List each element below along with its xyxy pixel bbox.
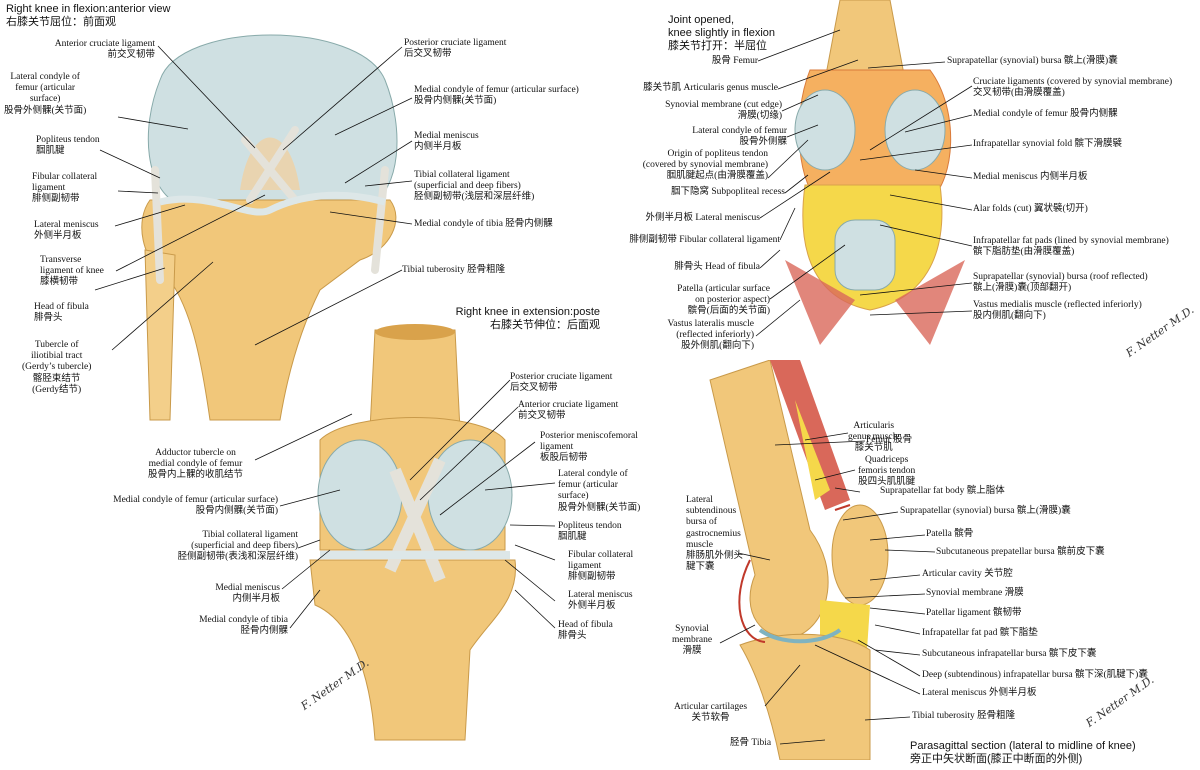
cartilage-lines	[758, 628, 842, 644]
label-fcl-anterior: Fibular collateral ligament 腓侧副韧带	[32, 172, 98, 205]
label-popliteus-posterior: Popliteus tendon 腘肌腱	[558, 521, 622, 543]
posterior-title: Right knee in extension:poste 右膝关节伸位：后面观	[448, 306, 600, 332]
ligaments	[151, 126, 389, 284]
label-medial-meniscus-anterior: Medial meniscus 内侧半月板	[414, 131, 479, 153]
label-articular-cavity: Articular cavity 关节腔	[922, 569, 1013, 579]
section-title: Parasagittal section (lateral to midline…	[910, 740, 1136, 765]
label-subcutaneous-infrapatellar: Subcutaneous infrapatellar bursa 髌下皮下囊	[922, 649, 1097, 659]
patella-section	[831, 504, 889, 606]
label-quadriceps-tendon: Quadriceps femoris tendon 股四头肌肌腱	[858, 455, 916, 488]
label-tibial-tuberosity-anterior: Tibial tuberosity 胫骨粗隆	[402, 265, 506, 275]
label-tcl-anterior: Tibial collateral ligament (superficial …	[414, 170, 535, 203]
label-lateral-condyle-posterior: Lateral condyle of femur (articular surf…	[558, 469, 641, 513]
label-pcl-posterior: Posterior cruciate ligament 后交叉韧带	[510, 372, 613, 394]
label-head-fibula-opened: 腓骨头 Head of fibula	[674, 262, 760, 272]
label-pcl-anterior: Posterior cruciate ligament 后交叉韧带	[404, 38, 507, 60]
femur-shaft	[369, 329, 461, 431]
label-gerdy-tubercle: Tubercle of iliotibial tract (Gerdy’s tu…	[22, 340, 92, 395]
posterior-title-zh: 右膝关节伸位：后面观	[490, 319, 600, 331]
label-alar-folds: Alar folds (cut) 翼状襞(切开)	[973, 204, 1088, 214]
label-synovial-membrane-right: Synovial membrane 滑膜	[926, 588, 1024, 598]
label-fcl-posterior: Fibular collateral ligament 腓侧副韧带	[568, 550, 634, 583]
label-pmfl-posterior: Posterior meniscofemoral ligament 板股后韧带	[540, 431, 638, 464]
medial-condyle-surface	[317, 439, 403, 551]
label-lateral-subtendinous-bursa: Lateral subtendinous bursa of gastrocnem…	[686, 495, 744, 573]
label-articularis-section: Articularis genus muscle 膝关节肌	[848, 421, 900, 454]
label-patella-opened: Patella (articular surface on posterior …	[677, 284, 770, 317]
label-suprapatellar-reflected: Suprapatellar (synovial) bursa (roof ref…	[973, 272, 1148, 294]
label-patella-section: Patella 髌骨	[926, 529, 974, 539]
lateral-condyle-surface	[427, 439, 513, 551]
label-tibia-section: 胫骨 Tibia	[730, 738, 772, 748]
label-synovial-membrane-left: Synovial membrane 滑膜	[672, 624, 713, 657]
label-subpopliteal-recess: 腘下隐窝 Subpopliteal recess	[671, 187, 785, 197]
label-medial-condyle-posterior: Medial condyle of femur (articular surfa…	[113, 495, 278, 517]
label-medial-meniscus-opened: Medial meniscus 内侧半月板	[973, 172, 1088, 182]
label-fat-pads-opened: Infrapatellar fat pads (lined by synovia…	[973, 236, 1169, 258]
label-lateral-meniscus-section: Lateral meniscus 外侧半月板	[922, 688, 1037, 698]
label-prepatellar-bursa: Subcutaneous prepatellar bursa 髌前皮下囊	[936, 547, 1105, 557]
label-origin-popliteus: Origin of popliteus tendon (covered by s…	[642, 149, 768, 182]
label-suprapatellar-opened: Suprapatellar (synovial) bursa 髌上(滑膜)囊	[947, 56, 1118, 66]
label-head-fibula-anterior: Head of fibula 腓骨头	[34, 302, 89, 324]
synovial-lines	[738, 504, 851, 643]
label-adductor-tubercle: Adductor tubercle on medial condyle of f…	[148, 448, 244, 481]
vastus-reflected	[785, 260, 965, 345]
anterior-title: Right knee in flexion:anterior view 右膝关节…	[6, 3, 170, 29]
opened-joint-illustration	[785, 0, 965, 345]
label-suprapatellar-fat: Suprapatellar fat body 髌上脂体	[880, 486, 1005, 496]
label-medial-meniscus-posterior: Medial meniscus 内侧半月板	[215, 583, 280, 605]
label-vastus-lateralis: Vastus lateralis muscle (reflected infer…	[667, 319, 754, 352]
label-infrapatellar-fold: Infrapatellar synovial fold 髌下滑膜襞	[973, 139, 1123, 149]
opened-title: Joint opened, knee slightly in flexion 膝…	[668, 14, 776, 52]
label-synovial-cut-edge: Synovial membrane (cut edge) 滑膜(切缘)	[665, 100, 782, 122]
label-medial-condyle-opened: Medial condyle of femur 股骨内侧髁	[973, 109, 1118, 119]
label-femur-opened: 股骨 Femur	[711, 56, 758, 66]
label-deep-infrapatellar: Deep (subtendinous) infrapatellar bursa …	[922, 670, 1148, 680]
anterior-title-zh: 右膝关节屈位：前面观	[6, 16, 116, 28]
label-medial-condyle-anterior: Medial condyle of femur (articular surfa…	[414, 85, 579, 107]
label-acl-anterior: Anterior cruciate ligament 前交叉韧带	[54, 39, 155, 61]
label-articular-cartilages: Articular cartilages 关节软骨	[674, 702, 748, 724]
label-articularis-opened: 膝关节肌 Articularis genus muscle	[643, 83, 778, 93]
label-fcl-opened: 腓侧副韧带 Fibular collateral ligament	[629, 235, 780, 245]
label-cruciate-opened: Cruciate ligaments (covered by synovial …	[973, 77, 1173, 99]
label-tcl-posterior: Tibial collateral ligament (superficial …	[177, 530, 298, 563]
tibia-posterior	[309, 559, 517, 741]
label-lateral-condyle-anterior: Lateral condyle of femur (articular surf…	[4, 72, 87, 116]
anterior-title-en: Right knee in flexion:anterior view	[6, 3, 171, 15]
femur-shaft-opened	[824, 0, 906, 81]
label-acl-posterior: Anterior cruciate ligament 前交叉韧带	[518, 400, 619, 422]
label-infrapatellar-fat: Infrapatellar fat pad 髌下脂垫	[922, 628, 1038, 638]
label-femur-section: Femur 股骨	[866, 435, 913, 445]
label-transverse-ligament: Transverse ligament of knee 膝横韧带	[40, 255, 104, 288]
label-suprapatellar-bursa-section: Suprapatellar (synovial) bursa 髌上(滑膜)囊	[900, 506, 1071, 516]
label-tibial-tuberosity-section: Tibial tuberosity 胫骨粗隆	[912, 711, 1016, 721]
label-popliteus-anterior: Popliteus tendon 腘肌腱	[36, 135, 100, 157]
netter-signature-2: F. Netter M.D.	[1083, 673, 1157, 730]
posterior-title-en: Right knee in extension:poste	[455, 306, 600, 318]
label-vastus-medialis: Vastus medialis muscle (reflected inferi…	[973, 300, 1142, 322]
label-lateral-meniscus-posterior: Lateral meniscus 外侧半月板	[568, 590, 633, 612]
patella-opened	[834, 219, 896, 291]
label-head-fibula-posterior: Head of fibula 腓骨头	[558, 620, 613, 642]
label-patellar-ligament: Patellar ligament 髌韧带	[926, 608, 1022, 618]
label-medial-condyle-tibia-anterior: Medial condyle of tibia 胫骨内侧髁	[414, 219, 553, 229]
label-medial-condyle-tibia-posterior: Medial condyle of tibia 胫骨内侧髁	[199, 615, 288, 637]
label-lateral-condyle-opened: Lateral condyle of femur 股骨外侧髁	[692, 126, 787, 148]
label-lateral-meniscus-opened: 外侧半月板 Lateral meniscus	[645, 213, 760, 223]
label-lateral-meniscus-anterior: Lateral meniscus 外侧半月板	[34, 220, 99, 242]
